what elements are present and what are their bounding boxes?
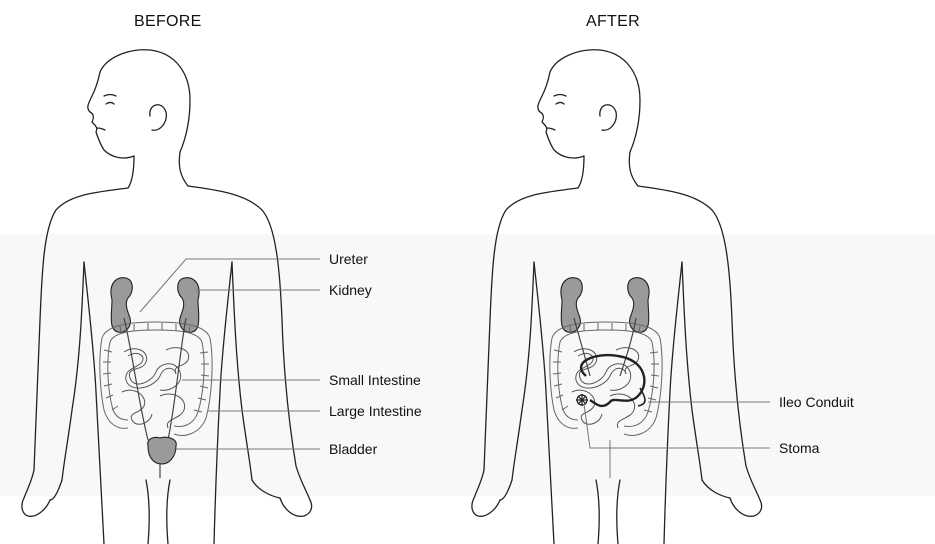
after-figure [472, 50, 762, 544]
label-stoma: Stoma [779, 440, 819, 456]
bladder-shape [148, 437, 176, 464]
label-small-intestine: Small Intestine [329, 372, 421, 388]
before-title: BEFORE [134, 13, 202, 31]
stoma-mark [576, 394, 588, 406]
label-large-intestine: Large Intestine [329, 403, 422, 419]
label-ureter: Ureter [329, 251, 368, 267]
label-bladder: Bladder [329, 441, 377, 457]
after-title: AFTER [586, 13, 640, 31]
label-ileo-conduit: Ileo Conduit [779, 394, 854, 410]
label-kidney: Kidney [329, 282, 372, 298]
before-figure [22, 50, 312, 544]
ileo-conduit-shape [581, 355, 645, 406]
